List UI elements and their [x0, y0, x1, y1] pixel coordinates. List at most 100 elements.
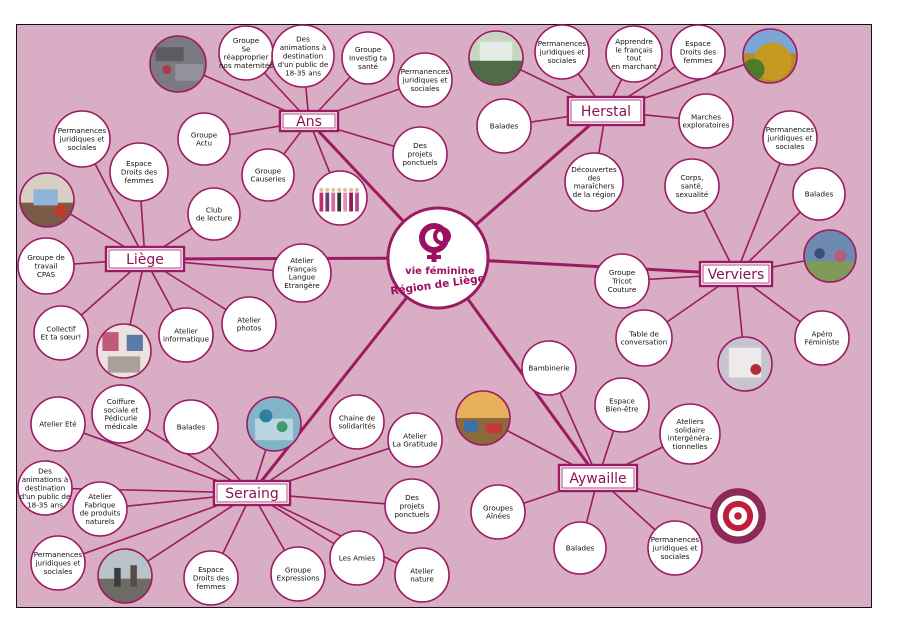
hub-aywaille: Aywaille: [557, 463, 639, 493]
node-label: Espace: [685, 39, 711, 48]
node-label: Langue: [289, 273, 316, 282]
node-circle: [72, 481, 128, 537]
node-label: Groupe: [355, 45, 382, 54]
node-label: Tricot: [611, 277, 632, 286]
node-circle: [163, 399, 219, 455]
node-label: animations à: [280, 43, 327, 52]
node-circle: [241, 148, 295, 202]
node-label: Groupe: [285, 565, 312, 574]
node-label: Balades: [490, 122, 519, 131]
node-label: Des: [413, 141, 427, 150]
node-label: Droits des: [193, 574, 230, 583]
node-label: Etrangère: [284, 281, 320, 290]
node-label: nos maternités: [219, 61, 273, 70]
node-circle: [664, 158, 720, 214]
node-seraing-0: Atelier Eté: [30, 396, 86, 452]
node-label: ponctuels: [402, 158, 437, 167]
node-label: en marchant: [611, 62, 657, 71]
node-label: sexualité: [676, 190, 709, 199]
node-label: Pédicurie: [105, 414, 139, 423]
node-circle: [33, 305, 89, 361]
connector-seraing-14: [251, 492, 423, 576]
hub-label: Liège: [126, 252, 164, 268]
node-label: destination: [25, 484, 65, 493]
node-label: Groupe: [255, 166, 282, 175]
node-label: animations à: [22, 475, 69, 484]
node-label: Permanences: [401, 67, 450, 76]
greenhouse-photo: [468, 30, 524, 86]
node-label: Corps,: [681, 173, 704, 182]
node-label: d'un public de: [20, 492, 71, 501]
node-label: 18-35 ans: [27, 500, 63, 509]
node-label: Groupe: [609, 268, 636, 277]
node-label: Groupe: [233, 36, 260, 45]
node-label: Couture: [608, 285, 637, 294]
node-label: femmes: [196, 582, 225, 591]
node-label: médicale: [105, 422, 138, 431]
node-circle: [270, 546, 326, 602]
node-label: Atelier: [174, 326, 197, 335]
node-label: Des: [38, 467, 52, 476]
node-label: nature: [410, 575, 434, 584]
node-label: Se: [242, 44, 252, 53]
node-circle: [615, 309, 673, 367]
node-circle: [109, 142, 169, 202]
node-label: Féministe: [805, 338, 840, 347]
node-label: 18-35 ans: [285, 68, 321, 77]
hub-herstal: Herstal: [566, 95, 646, 127]
node-label: Permanences: [651, 535, 700, 544]
node-circle: [329, 394, 385, 450]
node-label: Aînées: [486, 512, 510, 521]
node-label: Club: [206, 205, 223, 214]
node-circle: [670, 24, 726, 80]
node-label: Et ta sœur!: [41, 333, 82, 342]
node-circle: [30, 396, 86, 452]
node-verviers-1: Corps,santé,sexualité: [664, 158, 720, 214]
node-label: Permanences: [58, 126, 107, 135]
node-label: de lecture: [196, 214, 233, 223]
node-label: Atelier: [290, 256, 313, 265]
node-label: santé: [358, 62, 379, 71]
node-label: informatique: [163, 335, 210, 344]
node-label: Groupe de: [27, 253, 65, 262]
node-label: travail: [35, 262, 58, 271]
mural-photo: [803, 229, 857, 283]
node-label: de produits: [80, 509, 121, 518]
node-label: Atelier: [410, 566, 433, 575]
node-label: Chaine de: [339, 413, 376, 422]
node-label: juridiques et: [652, 544, 698, 553]
node-circle: [187, 187, 241, 241]
node-circle: [91, 384, 151, 444]
node-label: réapproprier: [224, 53, 269, 62]
brand-line1: vie féminine: [405, 265, 475, 277]
autumn-hill-photo: [742, 28, 798, 84]
node-label: juridiques et: [35, 559, 81, 568]
node-label: solidarités: [338, 422, 375, 431]
node-label: exploratoires: [682, 121, 729, 130]
street-photo: [97, 548, 153, 604]
node-circle: [534, 24, 590, 80]
node-label: Atelier: [237, 315, 260, 324]
node-label: tionnelles: [673, 442, 708, 451]
node-label: juridiques et: [539, 48, 585, 57]
node-circle: [605, 25, 663, 83]
playroom-photo: [455, 390, 511, 446]
node-label: Des: [405, 493, 419, 502]
